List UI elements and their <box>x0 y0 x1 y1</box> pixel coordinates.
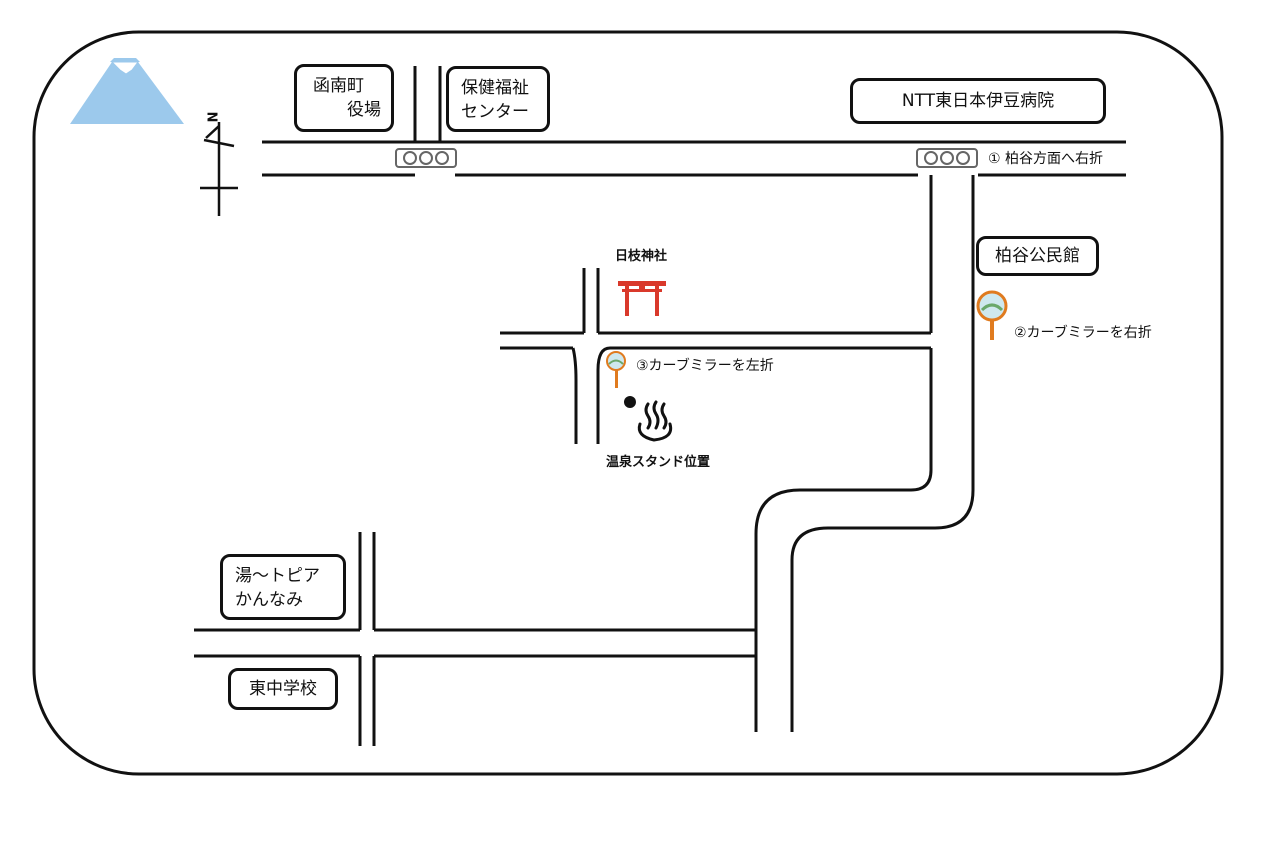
north-label: N <box>203 111 219 123</box>
roads <box>194 66 1126 746</box>
curve-mirror-icon <box>606 351 626 388</box>
town-office-box: 函南町 役場 <box>294 64 394 132</box>
school-label: 東中学校 <box>249 679 317 699</box>
community-hall-label: 柏谷公民館 <box>995 246 1080 266</box>
yutopia-box: 湯～トピア かんなみ <box>220 554 346 620</box>
yutopia-line1: 湯～トピア <box>235 566 320 586</box>
traffic-light-icon <box>916 148 978 168</box>
welfare-center-box: 保健福祉 センター <box>446 66 550 132</box>
community-hall-box: 柏谷公民館 <box>976 236 1099 276</box>
torii-gate-icon <box>618 281 666 316</box>
school-box: 東中学校 <box>228 668 338 710</box>
town-office-line1: 函南町 <box>313 76 364 96</box>
hospital-label: NTT東日本伊豆病院 <box>901 91 1055 111</box>
welfare-center-line2: センター <box>461 102 529 122</box>
mountain-icon <box>70 58 184 124</box>
yutopia-line2: かんなみ <box>235 590 303 610</box>
direction-step3: ③カーブミラーを左折 <box>636 358 774 374</box>
direction-step2: ②カーブミラーを右折 <box>1014 325 1152 341</box>
north-arrow-icon <box>200 122 238 216</box>
town-office-line2: 役場 <box>347 100 381 120</box>
welfare-center-line1: 保健福祉 <box>461 78 529 98</box>
traffic-light-icon <box>395 148 457 168</box>
location-dot-icon <box>624 396 636 408</box>
curve-mirror-icon <box>976 290 1008 340</box>
onsen-stand-label: 温泉スタンド位置 <box>606 455 711 470</box>
shrine-label: 日枝神社 <box>615 249 668 264</box>
hot-spring-icon <box>637 400 673 442</box>
map-frame <box>32 30 1224 776</box>
direction-step1: ① 柏谷方面へ右折 <box>988 151 1104 167</box>
hospital-box: NTT東日本伊豆病院 <box>850 78 1106 124</box>
